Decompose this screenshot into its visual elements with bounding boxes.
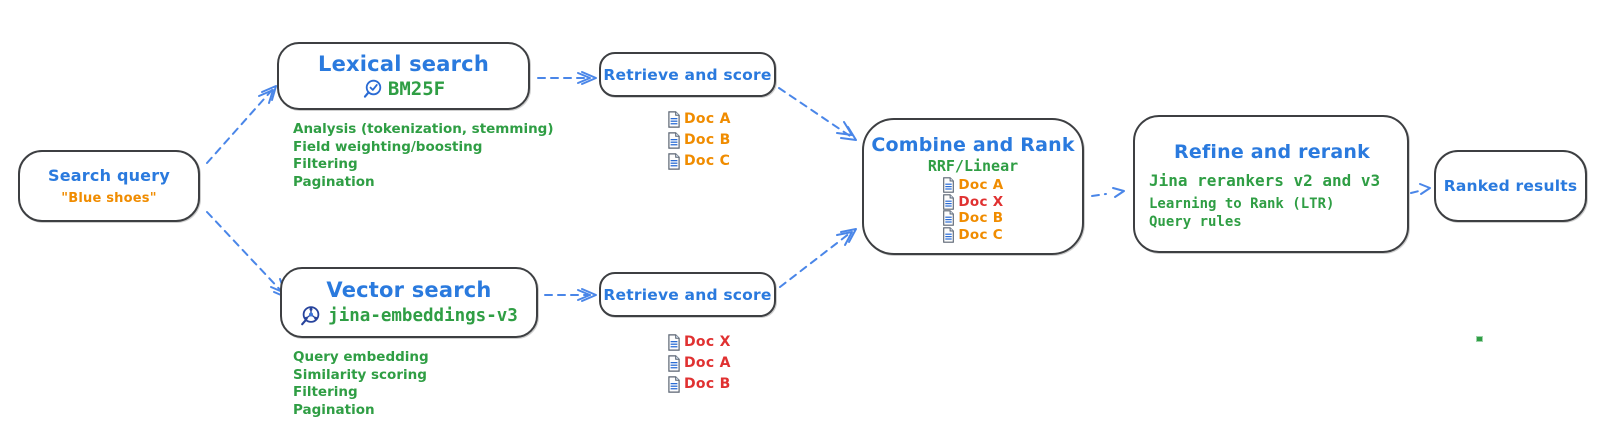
lexical-feature: Filtering [293,156,358,172]
vector-search-title: Vector search [326,277,492,302]
doc-item: Doc B [942,210,1003,227]
lexical-feature-list: Analysis (tokenization, stemming) Field … [293,121,554,191]
stray-ink-mark [1476,336,1483,342]
lexical-model-name: BM25F [387,78,446,100]
doc-label: Doc X [958,193,1004,210]
vector-model-row: jina-embeddings-v3 [300,304,518,328]
combine-rank-node: Combine and Rank RRF/Linear Doc A Doc X … [862,118,1084,255]
lexical-search-node: Lexical search BM25F [277,42,530,110]
arrow-refine-to-ranked [1410,183,1431,195]
document-icon [943,226,955,243]
document-icon [668,131,680,149]
search-query-node: Search query "Blue shoes" [18,150,200,222]
refine-rerank-title: Refine and rerank [1174,140,1370,163]
doc-label: Doc A [684,355,731,371]
doc-label: Doc C [684,153,731,169]
vector-search-icon [301,305,320,325]
lexical-doc-list: Doc A Doc B Doc C [667,110,731,170]
vector-search-node: Vector search jina-embeddings-v3 [280,267,538,338]
document-icon [668,110,680,128]
doc-label: Doc C [958,226,1004,243]
document-icon [943,177,955,194]
ranked-results-node: Ranked results [1434,150,1587,222]
doc-item: Doc A [667,354,731,372]
doc-item: Doc C [667,152,731,170]
document-icon [668,152,680,170]
vector-feature: Query embedding [293,349,429,365]
combined-doc-list: Doc A Doc X Doc B Doc C [942,177,1003,243]
doc-item: Doc X [942,194,1003,211]
refine-item: Learning to Rank (LTR) [1149,195,1335,212]
lexical-search-title: Lexical search [318,52,489,76]
arrow-vector-to-retrieve [544,288,597,302]
doc-label: Doc A [958,177,1004,194]
lexical-feature: Analysis (tokenization, stemming) [293,121,554,137]
doc-item: Doc B [667,131,731,149]
doc-item: Doc A [942,177,1003,194]
document-icon [668,354,680,372]
refine-item: Jina rerankers v2 and v3 [1149,170,1381,190]
doc-label: Doc B [958,210,1004,227]
doc-item: Doc X [667,333,731,351]
arrow-lexical-to-retrieve [537,71,597,85]
vector-feature-list: Query embedding Similarity scoring Filte… [293,349,429,419]
doc-item: Doc A [667,110,731,128]
retrieve-score-lexical-node: Retrieve and score [599,52,776,97]
document-icon [668,333,680,351]
arrow-retrieve-top-to-combine [778,87,857,141]
combine-method: RRF/Linear [927,157,1019,175]
arrow-query-to-lexical [206,85,277,164]
refine-item: Query rules [1149,213,1242,230]
vector-feature: Filtering [293,384,358,400]
lexical-feature: Field weighting/boosting [293,138,483,155]
vector-feature: Pagination [293,401,375,418]
vector-feature: Similarity scoring [293,366,427,383]
document-icon [943,193,955,210]
doc-item: Doc B [667,375,731,393]
search-query-title: Search query [48,166,170,185]
search-query-value: "Blue shoes" [61,191,157,206]
ranked-results-label: Ranked results [1443,177,1578,195]
refine-rerank-node: Refine and rerank Jina rerankers v2 and … [1133,115,1409,253]
retrieve-score-vector-node: Retrieve and score [599,272,776,317]
doc-label: Doc B [684,132,731,148]
search-check-icon [363,79,382,98]
doc-label: Doc X [684,334,731,350]
doc-item: Doc C [942,227,1003,244]
retrieve-score-label: Retrieve and score [603,285,772,304]
arrow-combine-to-refine [1091,187,1125,198]
arrow-retrieve-bottom-to-combine [779,228,857,288]
doc-label: Doc A [684,111,731,127]
document-icon [668,375,680,393]
lexical-feature: Pagination [293,173,375,190]
doc-label: Doc B [684,376,731,392]
arrow-query-to-vector [206,211,289,299]
vector-doc-list: Doc X Doc A Doc B [667,333,731,393]
combine-rank-title: Combine and Rank [871,134,1075,156]
lexical-model-row: BM25F [362,78,445,100]
retrieve-score-label: Retrieve and score [603,65,772,84]
vector-model-name: jina-embeddings-v3 [328,305,518,326]
document-icon [943,210,955,227]
